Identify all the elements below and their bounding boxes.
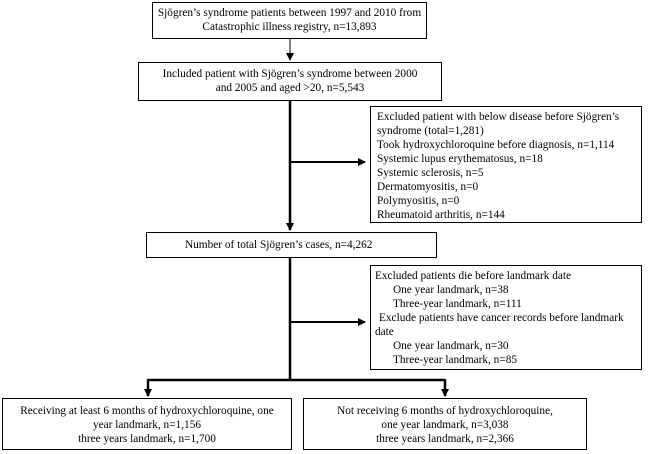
source-line-2: Catastrophic illness registry, n=13,893 (202, 21, 377, 33)
excluded-disease-box: Excluded patient with below disease befo… (370, 106, 642, 223)
excluded-disease-line-4: Systemic lupus erythematosus, n=18 (377, 153, 543, 165)
excluded-landmark-line-4: Exclude patients have cancer records bef… (379, 312, 624, 324)
receiving-line-2: year landmark, n=1,156 (92, 419, 201, 431)
not-receiving-line-3: three years landmark, n=2,366 (376, 433, 514, 445)
included-line-2: and 2005 and aged >20, n=5,543 (215, 82, 365, 94)
excluded-disease-line-2: syndrome (total=1,281) (377, 125, 484, 137)
total-text: Number of total Sjögren’s cases, n=4,262 (185, 239, 373, 251)
excluded-disease-line-1: Excluded patient with below disease befo… (377, 111, 620, 123)
receiving-line-1: Receiving at least 6 months of hydroxych… (20, 405, 274, 417)
not-receiving-line-2: one year landmark, n=3,038 (381, 419, 509, 431)
receiving-line-3: three years landmark, n=1,700 (78, 433, 216, 445)
total-box: Number of total Sjögren’s cases, n=4,262 (146, 232, 437, 258)
not-receiving-box: Not receiving 6 months of hydroxychloroq… (303, 398, 587, 450)
receiving-box: Receiving at least 6 months of hydroxych… (2, 398, 292, 450)
excluded-disease-line-6: Dermatomyositis, n=0 (377, 181, 479, 193)
excluded-landmark-line-1: Excluded patients die before landmark da… (375, 270, 572, 282)
included-line-1: Included patient with Sjögren’s syndrome… (162, 68, 418, 80)
excluded-landmark-line-6: One year landmark, n=30 (393, 340, 509, 352)
source-box: Sjögren’s syndrome patients between 1997… (152, 2, 427, 39)
source-line-1: Sjögren’s syndrome patients between 1997… (157, 7, 422, 19)
excluded-disease-line-5: Systemic sclerosis, n=5 (377, 167, 484, 179)
excluded-landmark-line-2: One year landmark, n=38 (393, 284, 509, 296)
included-box: Included patient with Sjögren’s syndrome… (138, 62, 442, 101)
excluded-landmark-box: Excluded patients die before landmark da… (370, 265, 642, 370)
excluded-disease-line-8: Rheumatoid arthritis, n=144 (377, 209, 505, 221)
excluded-landmark-line-7: Three-year landmark, n=85 (393, 354, 517, 366)
excluded-landmark-line-3: Three-year landmark, n=111 (393, 298, 522, 310)
excluded-disease-line-3: Took hydroxychloroquine before diagnosis… (377, 139, 615, 151)
not-receiving-line-1: Not receiving 6 months of hydroxychloroq… (337, 405, 553, 417)
excluded-landmark-line-5: date (375, 326, 394, 338)
excluded-disease-line-7: Polymyositis, n=0 (377, 195, 460, 207)
